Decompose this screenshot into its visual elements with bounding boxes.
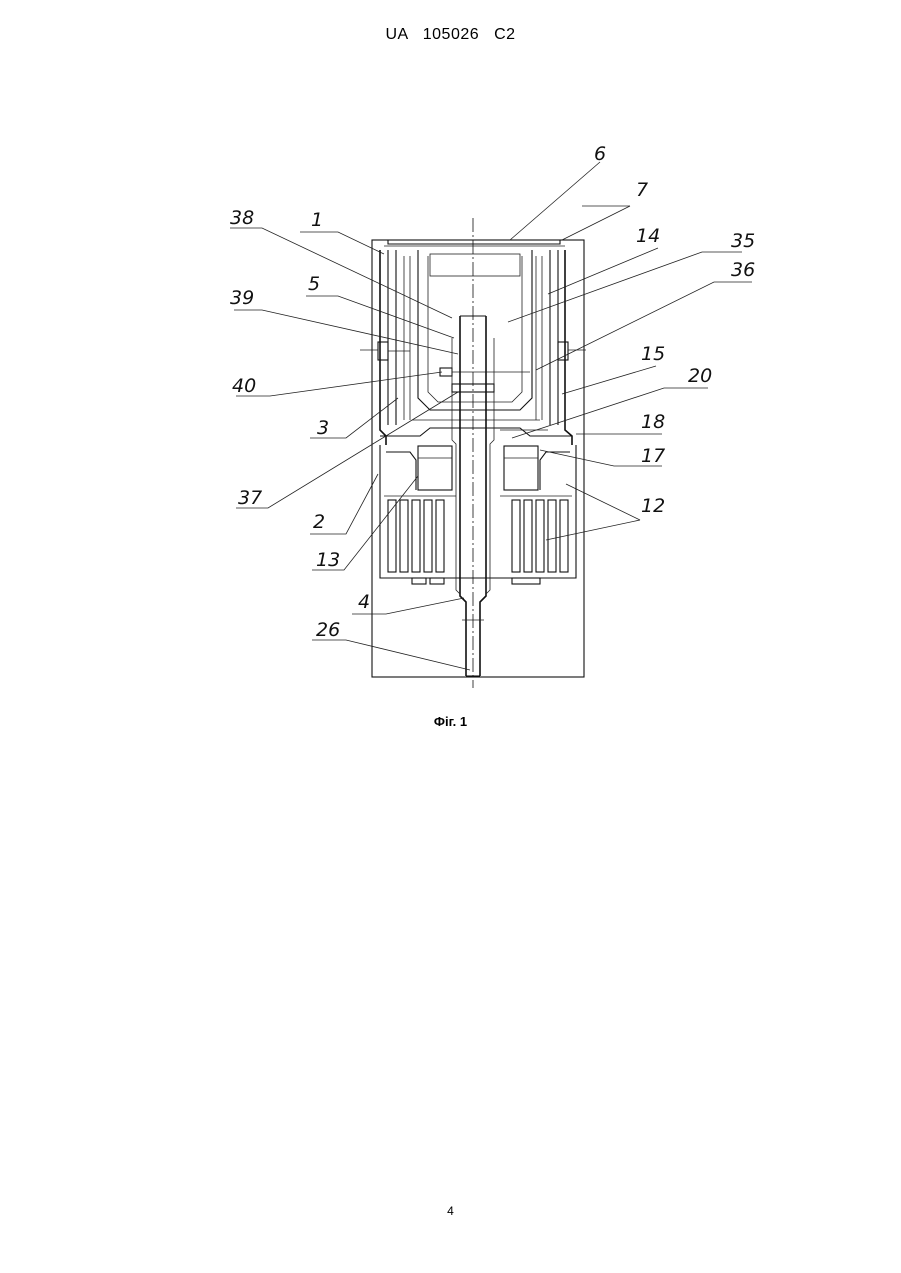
- upper-cap: [388, 240, 560, 244]
- ref-label-37: 37: [238, 487, 262, 509]
- ref-label-6: 6: [594, 143, 606, 165]
- figure-caption: Фіг. 1: [0, 714, 901, 729]
- left-block: [418, 446, 452, 490]
- ref-label-15: 15: [641, 343, 665, 365]
- ref-label-18: 18: [641, 411, 665, 433]
- ref-label-5: 5: [308, 273, 320, 295]
- lower-chamber: [380, 445, 576, 578]
- ref-label-36: 36: [731, 259, 755, 281]
- ref-label-2: 2: [313, 511, 325, 533]
- left-fins: [388, 500, 444, 572]
- ref-label-1: 1: [311, 209, 323, 231]
- ref-label-12: 12: [641, 495, 665, 517]
- left-wall: [380, 250, 386, 445]
- ref-label-7: 7: [636, 179, 648, 201]
- ref-label-35: 35: [731, 230, 755, 252]
- ref-label-20: 20: [688, 365, 712, 387]
- ref-label-13: 13: [316, 549, 340, 571]
- ref-label-38: 38: [230, 207, 254, 229]
- ref-label-26: 26: [316, 619, 340, 641]
- ref-label-4: 4: [358, 591, 370, 613]
- ref-label-14: 14: [636, 225, 660, 247]
- middle-shelf: [380, 428, 572, 436]
- central-shaft: [460, 316, 466, 676]
- inner-cup: [418, 250, 532, 410]
- leader-lines: [230, 162, 752, 670]
- right-clip: [558, 342, 568, 360]
- ref-label-17: 17: [641, 445, 665, 467]
- right-block: [504, 446, 538, 490]
- ref-label-40: 40: [232, 375, 256, 397]
- ref-label-3: 3: [317, 417, 329, 439]
- ref-label-39: 39: [230, 287, 254, 309]
- right-fins: [512, 500, 568, 572]
- page-number: 4: [0, 1204, 901, 1218]
